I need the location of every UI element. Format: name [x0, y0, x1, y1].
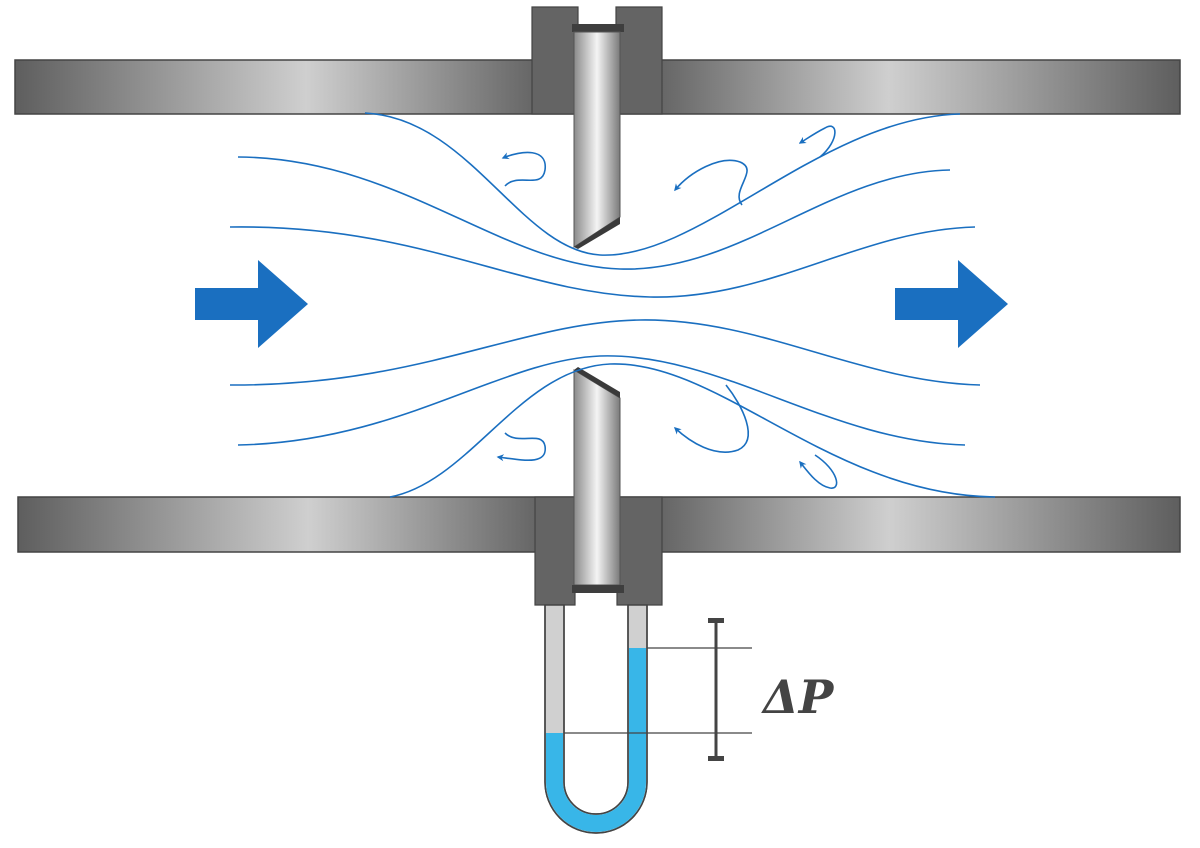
streamlines	[229, 112, 996, 498]
flow-arrow-in	[195, 260, 308, 348]
orifice-plate	[572, 24, 624, 593]
flow-arrow-out	[895, 260, 1008, 348]
u-tube-manometer	[544, 604, 648, 834]
streamline	[389, 363, 996, 498]
streamline	[237, 156, 951, 270]
fluid-column	[546, 648, 646, 832]
delta-p-label: ΔP	[761, 670, 835, 724]
streamline	[229, 226, 976, 298]
delta-p-bracket	[564, 618, 752, 761]
vortices	[496, 125, 838, 489]
streamline	[237, 355, 966, 446]
streamline	[364, 112, 961, 256]
streamline	[229, 319, 981, 386]
